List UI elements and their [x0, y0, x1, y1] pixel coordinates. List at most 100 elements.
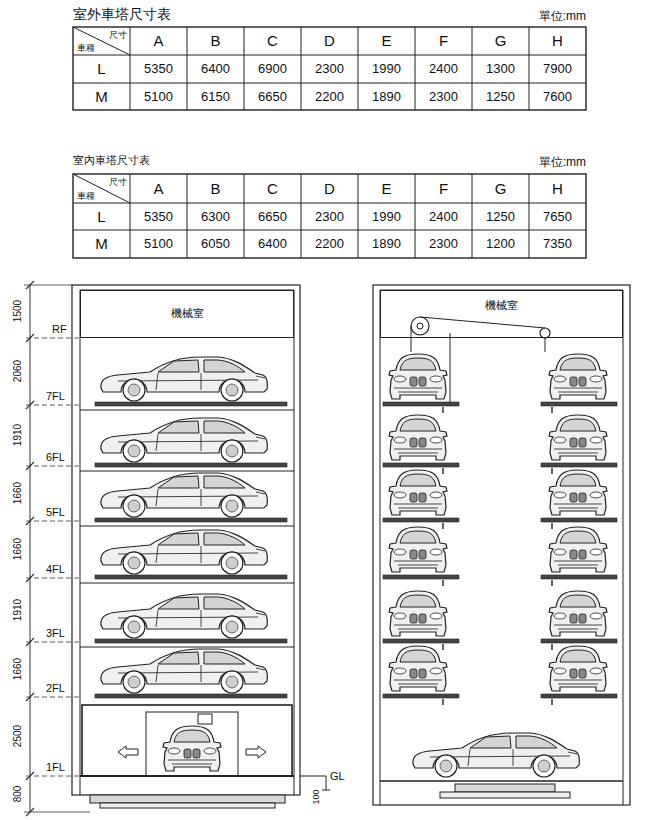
- column-header: H: [552, 32, 563, 49]
- direction-arrows: [118, 746, 266, 758]
- floor-label: 2FL: [46, 682, 65, 695]
- car-side: [101, 594, 267, 638]
- dimension-label: 1660: [12, 482, 24, 504]
- table-cell: 1300: [486, 62, 515, 77]
- column-header: D: [324, 32, 335, 49]
- row-header: M: [95, 235, 108, 252]
- column-header: H: [552, 180, 563, 197]
- column-header: D: [324, 180, 335, 197]
- column-header: A: [153, 32, 163, 49]
- table-cell: 1890: [372, 89, 401, 104]
- table-cell: 6650: [258, 209, 287, 224]
- floor-label: 1FL: [46, 761, 65, 774]
- pulley: [411, 317, 429, 335]
- row-header: L: [97, 60, 105, 77]
- dimension-label: 1660: [12, 658, 24, 680]
- car-front: [163, 726, 221, 771]
- car-side: [101, 473, 267, 517]
- right-elevation: [373, 285, 630, 805]
- pallet: [541, 463, 617, 467]
- table-header: 車種: [77, 43, 95, 53]
- floor-label: RF: [52, 323, 67, 336]
- table-cell: 2200: [315, 237, 344, 252]
- table-cell: 7900: [543, 62, 572, 77]
- dimension-label: 1910: [12, 599, 24, 621]
- machine-room: 機械室: [80, 290, 294, 338]
- column-header: A: [153, 180, 163, 197]
- table-cell: 2300: [429, 89, 458, 104]
- table-cell: 6050: [201, 237, 230, 252]
- pallet: [95, 639, 287, 643]
- row-header: M: [95, 88, 108, 105]
- table-header: 尺寸: [109, 177, 127, 187]
- table-lines: [73, 27, 586, 110]
- car-side: [101, 357, 267, 401]
- cars-front: [389, 354, 607, 777]
- row-header: L: [97, 208, 105, 225]
- table-cell: 2300: [315, 209, 344, 224]
- floor-line: [380, 780, 623, 782]
- turntable-base: [100, 803, 275, 808]
- table-cell: 2400: [429, 209, 458, 224]
- car-front: [389, 527, 447, 572]
- table-cell: 6650: [258, 89, 287, 104]
- car-front: [549, 646, 607, 691]
- car-side: [101, 649, 267, 693]
- turntable: [90, 795, 285, 803]
- column-header: C: [267, 32, 278, 49]
- dimension-label: 1910: [12, 424, 24, 446]
- pallet: [383, 518, 459, 522]
- ground-level-label: GL: [330, 770, 345, 783]
- table-cell: 1250: [486, 209, 515, 224]
- column-header: B: [210, 180, 220, 197]
- pallet-support: [443, 407, 552, 705]
- pallet: [95, 575, 287, 579]
- column-header: F: [439, 32, 448, 49]
- car-front: [389, 354, 447, 399]
- car-front: [549, 354, 607, 399]
- pallet: [541, 639, 617, 643]
- table-cell: 2400: [429, 62, 458, 77]
- dimension-label: 1500: [12, 300, 24, 322]
- turntable-base: [440, 792, 570, 798]
- table-cell: 2200: [315, 89, 344, 104]
- table-cell: 5350: [144, 209, 173, 224]
- table-cell: 7650: [543, 209, 572, 224]
- pallet: [95, 463, 287, 467]
- column-header: G: [495, 180, 507, 197]
- floor-label: 3FL: [46, 627, 65, 640]
- left-elevation: [72, 285, 330, 808]
- column-header: E: [381, 180, 391, 197]
- dimension-label: 2060: [12, 360, 24, 382]
- table-cell: 7350: [543, 237, 572, 252]
- pallet: [95, 518, 287, 522]
- car-front: [389, 470, 447, 515]
- lift-post: [198, 714, 212, 724]
- floor-label: 7FL: [46, 390, 65, 403]
- car-front: [389, 646, 447, 691]
- pallet: [541, 694, 617, 698]
- table-cell: 1250: [486, 89, 515, 104]
- building-wall: [380, 290, 623, 805]
- dimension-line: [30, 285, 31, 812]
- table-cell: 6900: [258, 62, 287, 77]
- dimension-label: 100: [311, 789, 321, 804]
- pallet: [541, 518, 617, 522]
- column-header: B: [210, 32, 220, 49]
- table-border: [73, 174, 586, 258]
- table-cell: 2300: [315, 62, 344, 77]
- column-header: E: [381, 32, 391, 49]
- pallet: [383, 402, 459, 406]
- floor-label: 4FL: [46, 563, 65, 576]
- table-cell: 6300: [201, 209, 230, 224]
- pallet: [383, 639, 459, 643]
- table-cell: 6150: [201, 89, 230, 104]
- table-cell: 5100: [144, 237, 173, 252]
- floor-slab: [80, 410, 294, 647]
- table-header: 尺寸: [109, 30, 127, 40]
- car-front: [389, 415, 447, 460]
- table-cell: 1990: [372, 209, 401, 224]
